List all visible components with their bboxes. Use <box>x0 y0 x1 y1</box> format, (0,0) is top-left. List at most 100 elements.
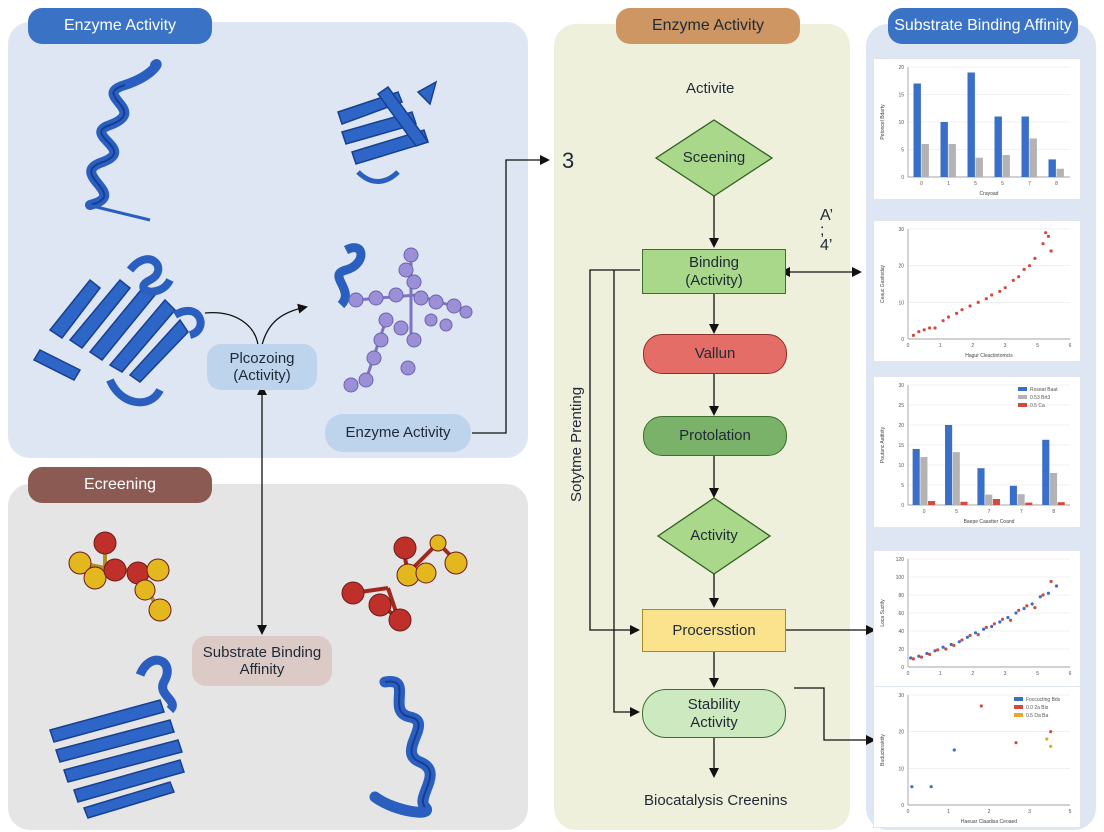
y-axis-label: Loca Suctify <box>880 599 886 627</box>
data-point <box>1041 242 1045 246</box>
label-annotation: A’ ; 4’ <box>820 207 834 255</box>
data-point <box>919 655 924 659</box>
x-tick-label: 5 <box>1036 671 1039 677</box>
x-tick-label: 2 <box>988 809 991 815</box>
data-point <box>1038 595 1042 599</box>
label-arrow-3: 3 <box>562 148 575 173</box>
y-tick-label: 10 <box>898 766 904 772</box>
data-point <box>925 651 929 656</box>
node-enzyme-activity-left: Enzyme Activity <box>325 414 471 452</box>
bar <box>945 425 953 505</box>
y-tick-label: 0 <box>901 175 904 181</box>
data-point <box>909 656 913 660</box>
y-tick-label: 80 <box>898 593 904 599</box>
data-point <box>968 633 972 638</box>
protein-helix-illustration <box>85 59 162 222</box>
data-point <box>976 300 980 304</box>
legend-label: Foccucting Bds <box>1026 697 1061 703</box>
node-protolation: Protolation <box>643 416 787 456</box>
legend-label: 0.53 Brt3 <box>1030 395 1051 401</box>
x-axis-label: Haeuar Claadisa Ceoaed <box>961 819 1017 825</box>
data-point <box>973 631 978 635</box>
y-tick-label: 20 <box>898 65 904 71</box>
data-point <box>917 330 921 334</box>
x-tick-label: 5 <box>1069 809 1072 815</box>
node-activity: Activity <box>690 527 738 544</box>
data-point <box>928 652 932 656</box>
header-enzyme-activity-middle: Enzyme Activity <box>616 8 800 44</box>
x-axis-label: Hagur Cleactintomcis <box>965 353 1013 359</box>
y-tick-label: 30 <box>898 383 904 389</box>
bar <box>1057 502 1065 505</box>
bar <box>912 449 920 505</box>
data-point <box>979 704 983 708</box>
data-point <box>982 627 986 631</box>
data-point <box>965 635 969 639</box>
data-point <box>1014 741 1018 745</box>
x-tick-label: 8 <box>1052 509 1055 515</box>
x-tick-label: 0 <box>907 671 910 677</box>
data-point <box>1017 275 1021 279</box>
data-point <box>1006 615 1010 620</box>
node-sceening: Sceening <box>682 149 746 166</box>
y-tick-label: 5 <box>901 148 904 154</box>
legend-swatch <box>1014 713 1023 717</box>
x-tick-label: 6 <box>1069 671 1072 677</box>
protein-sheet-bottom-illustration <box>49 655 185 819</box>
node-procersstion: Procersstion <box>642 609 786 652</box>
label-activite: Activite <box>686 80 735 97</box>
y-tick-label: 25 <box>898 403 904 409</box>
bar <box>967 72 975 177</box>
x-tick-label: 2 <box>971 343 974 349</box>
data-point <box>1022 267 1026 271</box>
data-point <box>1033 256 1037 260</box>
legend-swatch <box>1018 395 1027 399</box>
data-point <box>1045 737 1049 741</box>
legend-swatch <box>1014 705 1023 709</box>
x-tick-label: 1 <box>939 671 942 677</box>
y-tick-label: 30 <box>898 693 904 699</box>
data-point <box>1049 730 1053 734</box>
y-axis-label: Ceauc Gastisday <box>880 264 886 303</box>
y-tick-label: 60 <box>898 611 904 617</box>
x-tick-label: 8 <box>1055 181 1058 187</box>
data-point <box>952 643 956 647</box>
x-tick-label: 7 <box>988 509 991 515</box>
x-tick-label: 5 <box>1001 181 1004 187</box>
node-stability-activity: Stability Activity <box>642 689 786 738</box>
x-tick-label: 2 <box>971 671 974 677</box>
data-point <box>992 622 996 626</box>
y-axis-label: Buducteraktity <box>880 734 886 766</box>
data-point <box>990 293 994 297</box>
data-point <box>933 326 937 330</box>
y-tick-label: 5 <box>901 483 904 489</box>
data-point <box>1011 278 1015 282</box>
y-tick-label: 20 <box>898 423 904 429</box>
data-point <box>936 648 940 652</box>
bar <box>992 499 1000 505</box>
bar <box>1017 494 1025 505</box>
data-point <box>998 620 1002 624</box>
x-tick-label: 1 <box>939 343 942 349</box>
bar <box>1025 502 1033 505</box>
data-point <box>1054 584 1059 588</box>
y-tick-label: 10 <box>898 120 904 126</box>
x-axis-label: Baepe Caastter Coand <box>964 519 1015 525</box>
protein-sheet-illustration <box>337 80 438 184</box>
y-tick-label: 40 <box>898 629 904 635</box>
data-point <box>990 624 994 629</box>
data-point <box>998 289 1002 293</box>
data-point <box>968 304 972 308</box>
bar <box>1048 159 1056 177</box>
label-biocatalysis-creenins: Biocatalysis Creenins <box>644 792 788 809</box>
node-vallun: Vallun <box>643 334 787 374</box>
x-tick-label: 0 <box>923 509 926 515</box>
